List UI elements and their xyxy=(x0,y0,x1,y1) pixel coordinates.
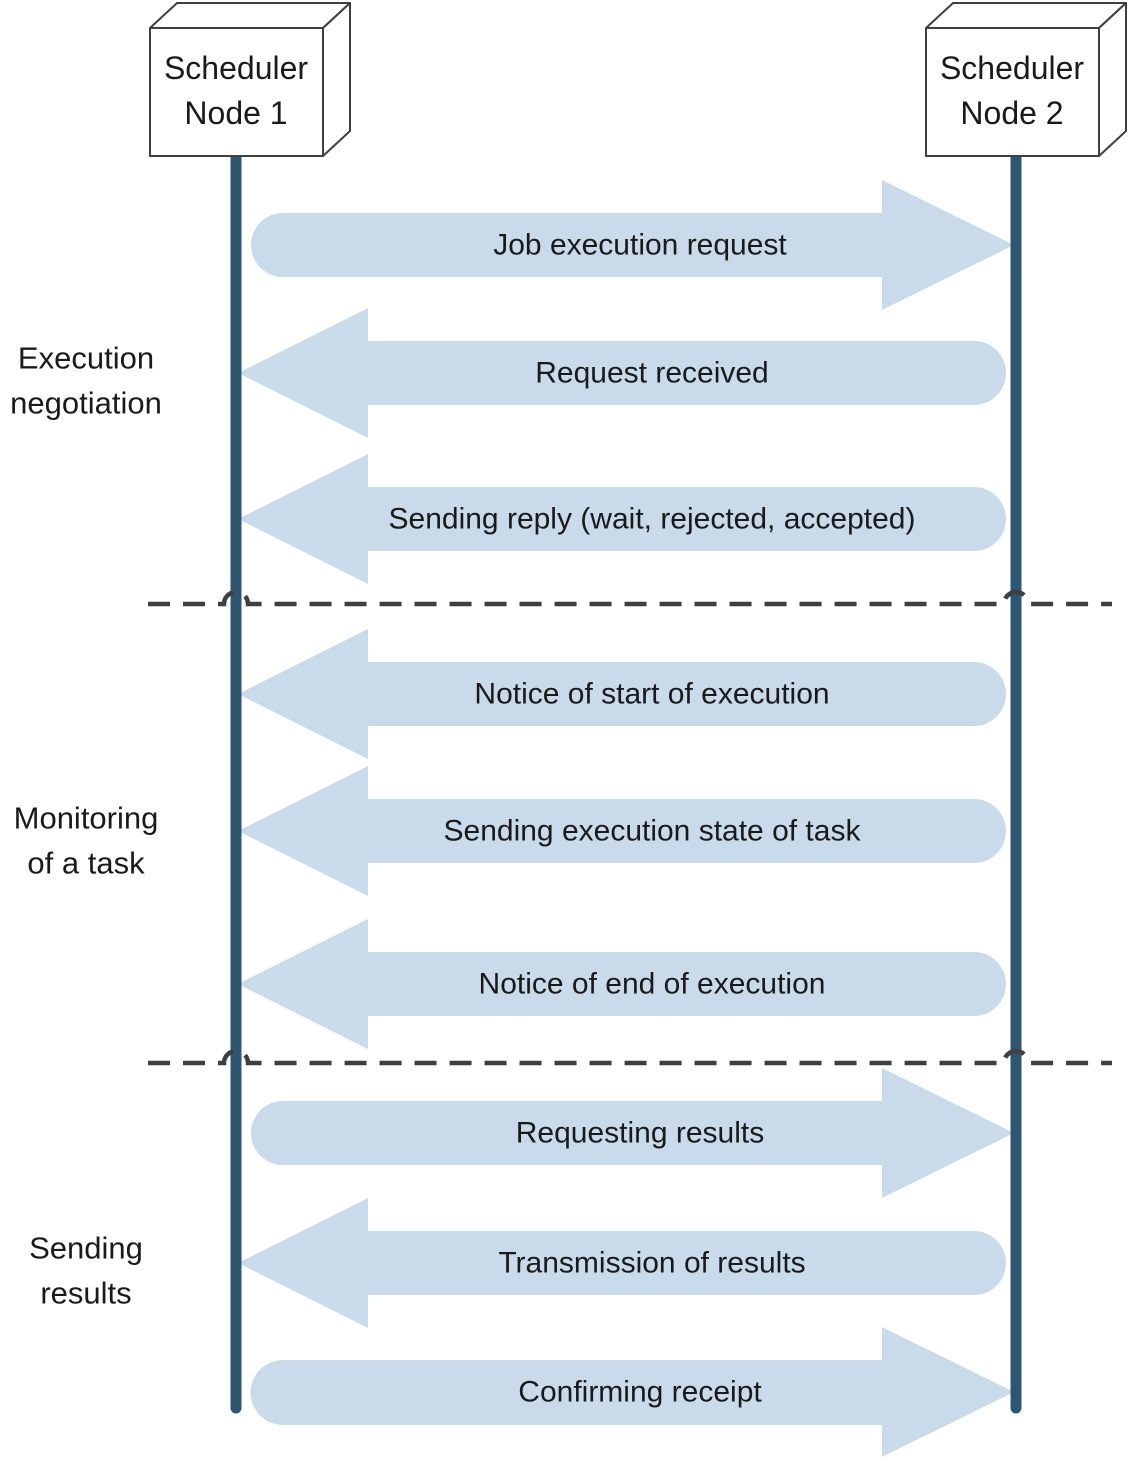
node-box-scheduler-2: Scheduler Node 2 xyxy=(925,2,1127,157)
left-arrow-shape xyxy=(238,1198,1006,1328)
message-label: Notice of start of execution xyxy=(474,678,829,711)
node-box-side-face xyxy=(1098,2,1127,157)
message-label: Sending execution state of task xyxy=(444,815,862,848)
node-label-line: Scheduler xyxy=(164,50,308,86)
message-label: Confirming receipt xyxy=(518,1376,762,1409)
message-arrow-notice-start: Notice of start of execution xyxy=(238,629,1006,759)
phase-label-execution-negotiation: Execution negotiation xyxy=(10,341,162,421)
phase-label-line: negotiation xyxy=(10,386,162,421)
node-box-scheduler-1: Scheduler Node 1 xyxy=(149,2,351,157)
node-box-top-face xyxy=(149,2,351,29)
node-label-line: Node 2 xyxy=(960,95,1063,131)
phase-label-monitoring-of-a-task: Monitoring of a task xyxy=(14,801,159,881)
phase-label-line: Execution xyxy=(18,341,154,376)
phase-label-sending-results: Sending results xyxy=(29,1231,143,1311)
phase-separator-1 xyxy=(148,589,1112,607)
message-arrow-sending-reply: Sending reply (wait, rejected, accepted) xyxy=(238,454,1006,584)
phase-label-line: results xyxy=(40,1276,131,1311)
message-arrow-execution-state: Sending execution state of task xyxy=(238,766,1006,896)
message-label: Notice of end of execution xyxy=(479,968,826,1001)
left-arrow-shape xyxy=(238,766,1006,896)
message-label: Request received xyxy=(535,357,768,390)
message-label: Transmission of results xyxy=(498,1247,805,1280)
message-arrow-confirming-receipt: Confirming receipt xyxy=(250,1327,1014,1457)
node-box-side-face xyxy=(322,2,351,157)
right-arrow-shape xyxy=(251,180,1014,310)
message-arrow-transmission-results: Transmission of results xyxy=(238,1198,1006,1328)
right-arrow-shape xyxy=(251,1068,1014,1198)
node-label-line: Scheduler xyxy=(940,50,1084,86)
left-arrow-shape xyxy=(238,308,1006,438)
node-box-top-face xyxy=(925,2,1127,29)
node-box-front-face xyxy=(925,27,1100,157)
message-arrow-notice-end: Notice of end of execution xyxy=(238,919,1006,1049)
phase-label-line: Monitoring xyxy=(14,801,159,836)
phase-label-line: of a task xyxy=(27,846,145,881)
right-arrow-shape xyxy=(250,1327,1014,1457)
node-label-line: Node 1 xyxy=(184,95,287,131)
left-arrow-shape xyxy=(238,629,1006,759)
message-arrow-job-execution-request: Job execution request xyxy=(251,180,1014,310)
message-label: Job execution request xyxy=(493,229,787,262)
left-arrow-shape xyxy=(238,454,1006,584)
message-label: Sending reply (wait, rejected, accepted) xyxy=(389,503,916,536)
phase-separator-2 xyxy=(148,1048,1112,1066)
node-box-front-face xyxy=(149,27,324,157)
message-arrow-requesting-results: Requesting results xyxy=(251,1068,1014,1198)
phase-label-line: Sending xyxy=(29,1231,143,1266)
left-arrow-shape xyxy=(238,919,1006,1049)
message-label: Requesting results xyxy=(516,1117,764,1150)
message-arrow-request-received: Request received xyxy=(238,308,1006,438)
